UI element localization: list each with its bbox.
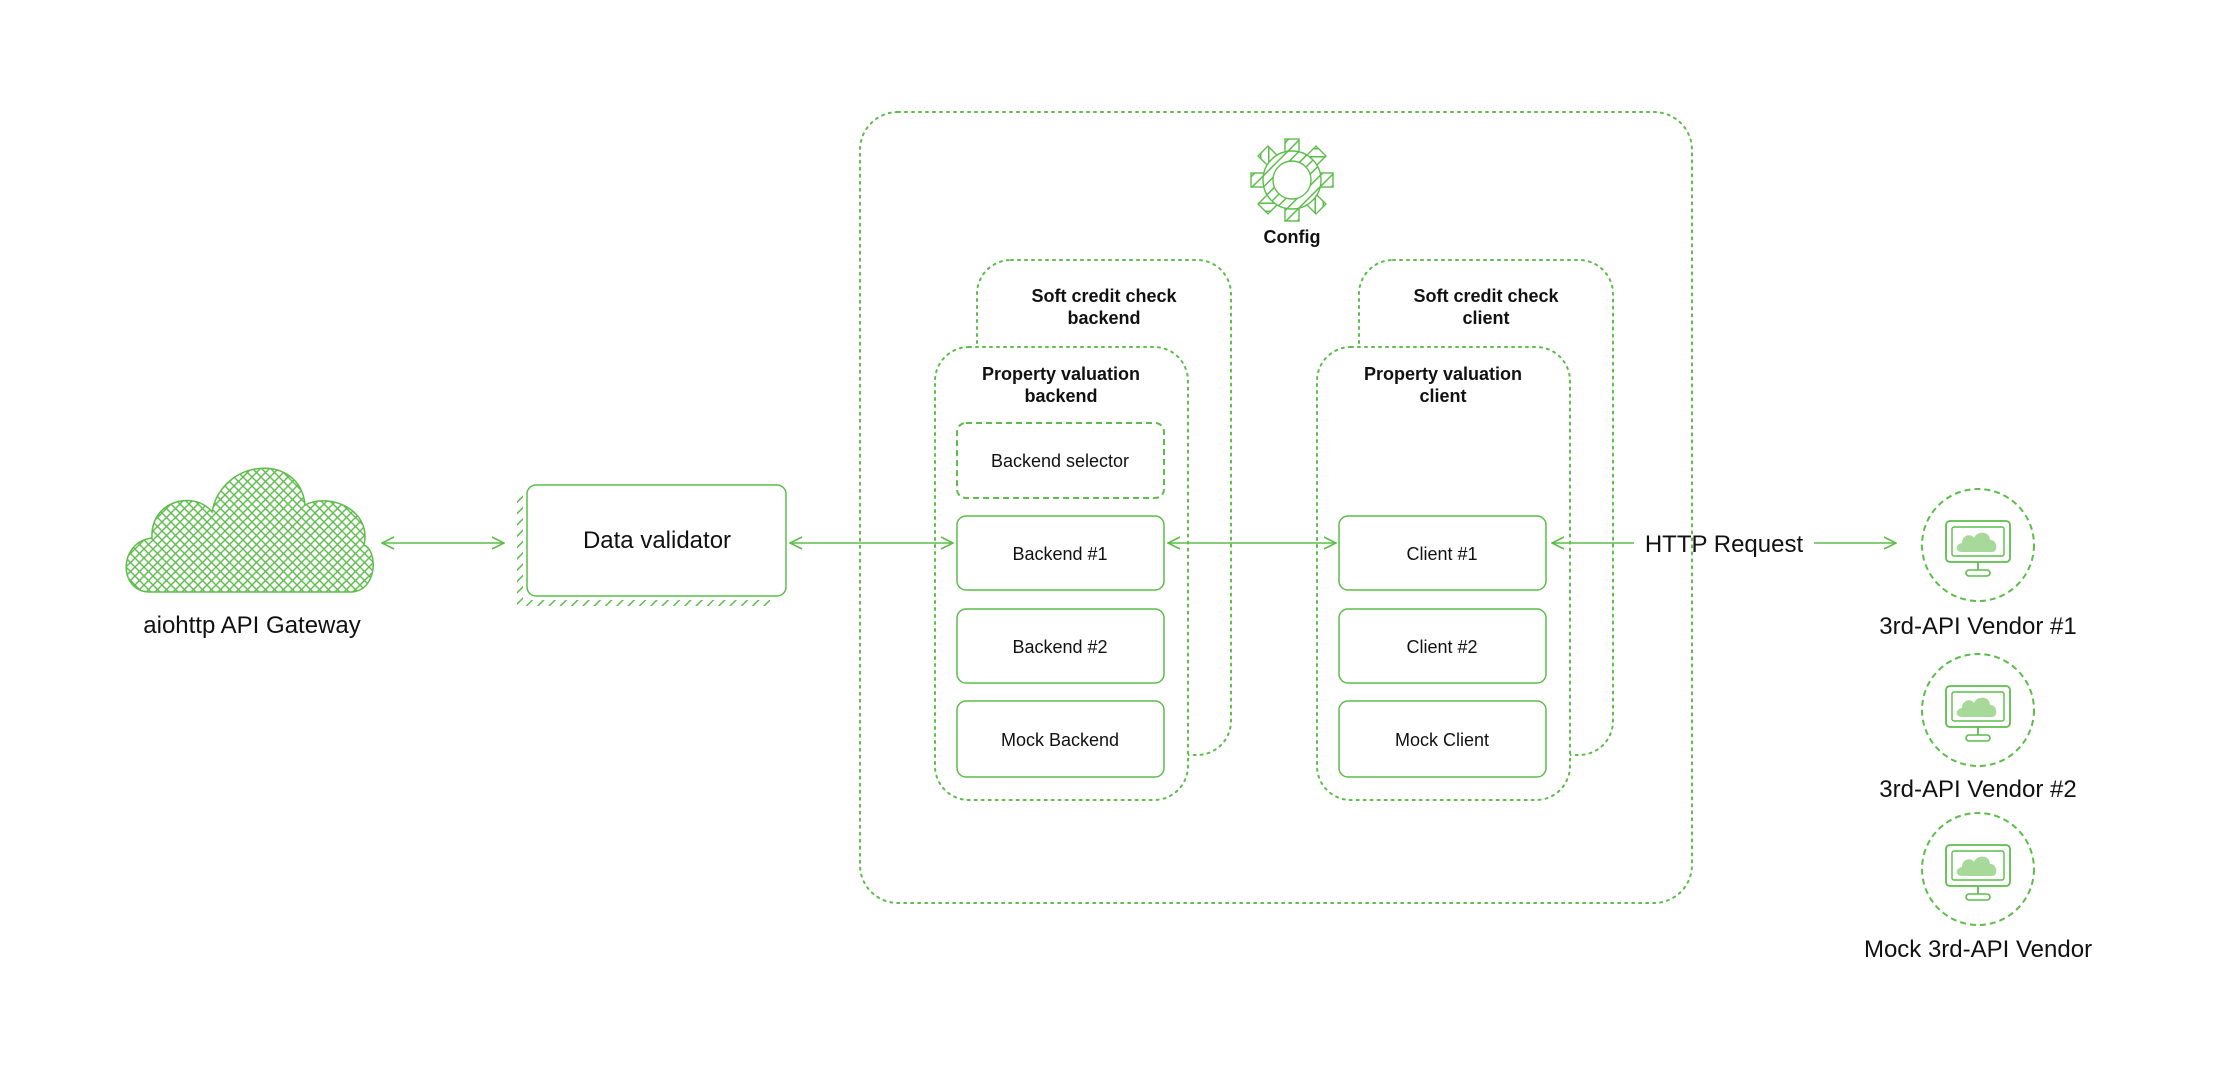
- vendor-1-label: 3rd-API Vendor #1: [1879, 613, 2076, 640]
- mock-client-box: [1338, 700, 1547, 778]
- client-2-box: [1338, 608, 1547, 684]
- backend-2-label: Backend #2: [1012, 637, 1107, 657]
- data-validator: Data validator: [517, 484, 787, 606]
- mock-backend-box: [956, 700, 1165, 778]
- http-request-label: HTTP Request: [1645, 531, 1804, 558]
- backend-selector-box: [956, 422, 1165, 499]
- config-border: [859, 111, 1693, 904]
- cloud-icon: [125, 467, 374, 593]
- backend-1-label: Backend #1: [1012, 544, 1107, 564]
- gateway-label: aiohttp API Gateway: [143, 612, 360, 639]
- client-stack: Soft credit check client Property valuat…: [1316, 259, 1614, 801]
- vendor-2-label: 3rd-API Vendor #2: [1879, 776, 2076, 803]
- api-gateway: aiohttp API Gateway: [125, 467, 374, 639]
- property-valuation-client-title-2: client: [1419, 386, 1466, 406]
- vendor-1: 3rd-API Vendor #1: [1879, 488, 2077, 640]
- backend-1-box: [956, 515, 1165, 591]
- config-container: Config: [859, 111, 1693, 904]
- monitor-cloud-icon: [1921, 653, 2035, 767]
- gear-icon: [1250, 138, 1334, 222]
- validator-label: Data validator: [583, 527, 731, 554]
- property-valuation-backend-title-2: backend: [1024, 386, 1097, 406]
- property-valuation-client-title: Property valuation: [1364, 364, 1522, 384]
- monitor-cloud-icon: [1921, 812, 2035, 926]
- vendor-3-label: Mock 3rd-API Vendor: [1864, 936, 2092, 963]
- mock-client-label: Mock Client: [1395, 730, 1489, 750]
- vendor-2: 3rd-API Vendor #2: [1879, 653, 2077, 803]
- backend-stack: Soft credit check backend Property valua…: [934, 259, 1232, 801]
- backend-2-box: [956, 608, 1165, 684]
- soft-credit-backend-title-2: backend: [1067, 308, 1140, 328]
- soft-credit-client-title: Soft credit check: [1413, 286, 1559, 306]
- soft-credit-client-title-2: client: [1462, 308, 1509, 328]
- client-1-box: [1338, 515, 1547, 591]
- client-1-label: Client #1: [1406, 544, 1477, 564]
- vendor-3: Mock 3rd-API Vendor: [1864, 812, 2092, 963]
- validator-box: [526, 484, 787, 597]
- backend-selector-label: Backend selector: [991, 451, 1129, 471]
- mock-backend-label: Mock Backend: [1001, 730, 1119, 750]
- property-valuation-backend-title: Property valuation: [982, 364, 1140, 384]
- client-2-label: Client #2: [1406, 637, 1477, 657]
- monitor-cloud-icon: [1921, 488, 2035, 602]
- config-label: Config: [1264, 227, 1321, 247]
- soft-credit-backend-title: Soft credit check: [1031, 286, 1177, 306]
